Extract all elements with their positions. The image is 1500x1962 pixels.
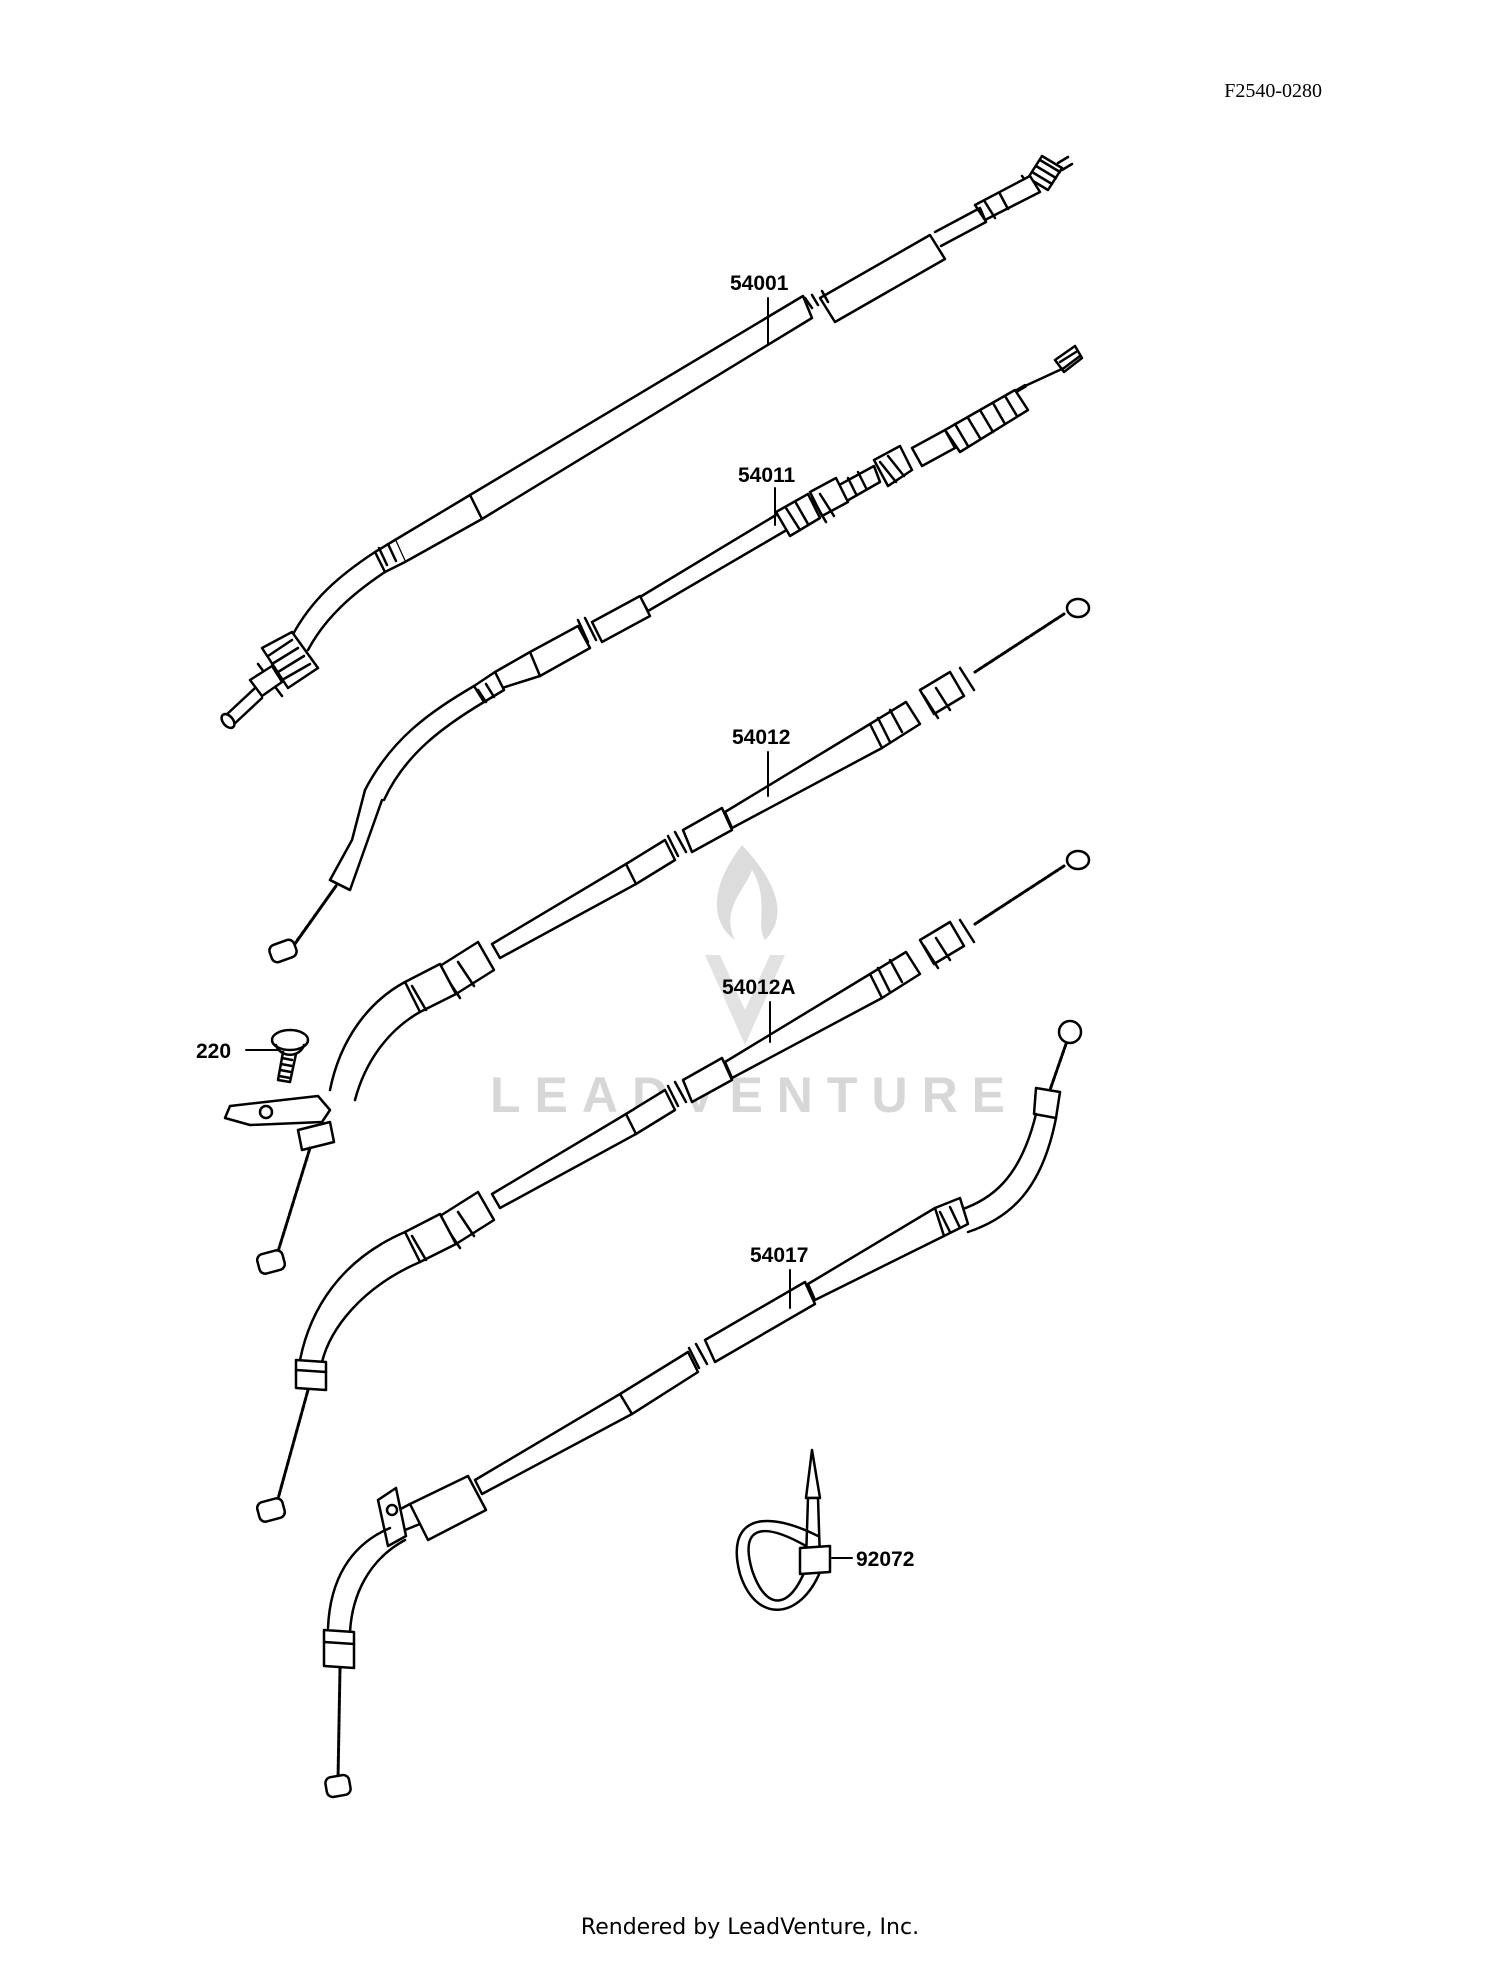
callout-220[interactable]: 220 [196,1040,231,1063]
cable-54017[interactable] [322,1019,1083,1799]
cable-54001[interactable] [219,154,1074,730]
callout-54012A[interactable]: 54012A [722,976,796,999]
reference-code: F2540-0280 [1224,80,1322,102]
callout-54017[interactable]: 54017 [750,1244,808,1267]
upper-nut-54001 [973,154,1074,222]
screw-220[interactable] [270,1028,310,1084]
clamp-92072[interactable] [735,1448,832,1611]
watermark-v-icon [705,955,785,1045]
callout-54011[interactable]: 54011 [738,464,796,487]
footer-credit: Rendered by LeadVenture, Inc. [580,1915,920,1940]
watermark: LEADVENTURE [490,845,1019,1123]
cable-54012[interactable] [223,597,1091,1275]
callout-92072[interactable]: 92072 [856,1548,914,1571]
cable-54011[interactable] [268,344,1084,964]
callout-54012[interactable]: 54012 [732,726,790,749]
watermark-flame-icon [716,845,778,940]
callout-54001[interactable]: 54001 [730,272,789,295]
cable-54012A[interactable] [255,849,1091,1523]
watermark-text: LEADVENTURE [490,1067,1019,1123]
